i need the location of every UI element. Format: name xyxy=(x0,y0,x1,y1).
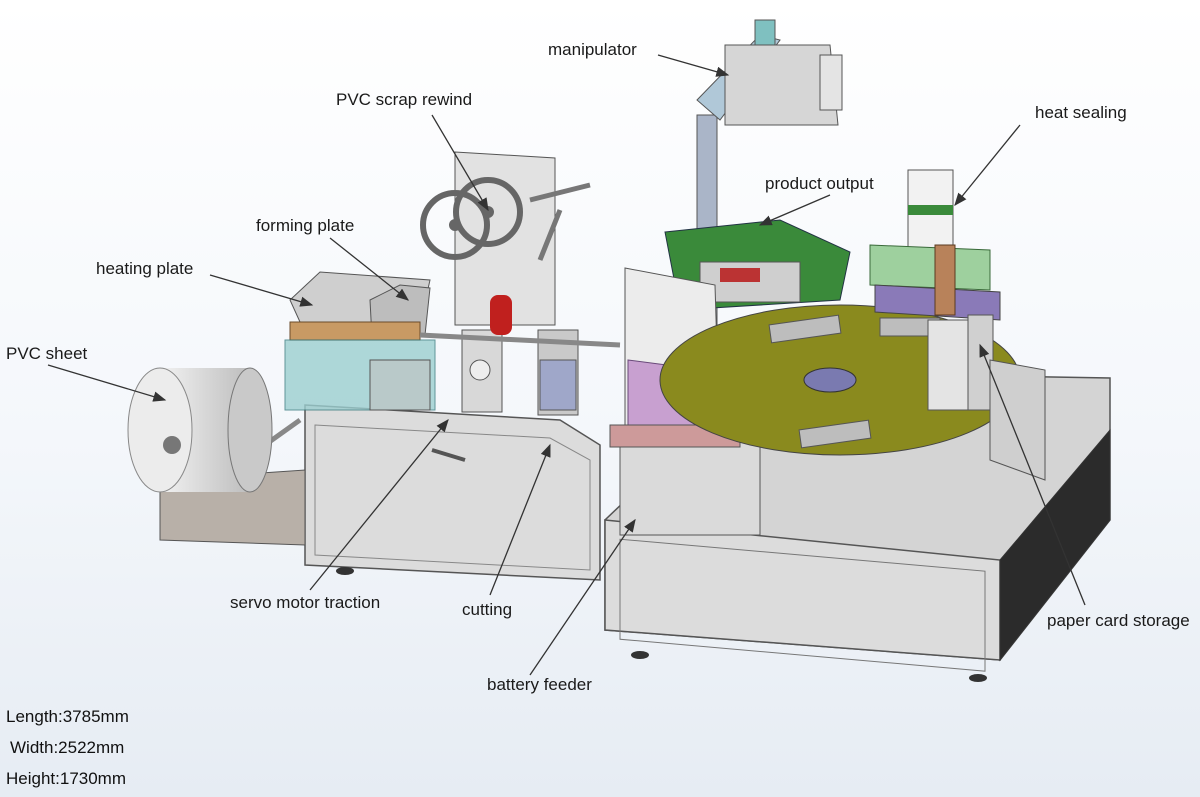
leader-cutting xyxy=(489,443,551,596)
leader-pvc-sheet xyxy=(47,364,167,402)
heat-sealing-unit xyxy=(869,169,1001,321)
leader-forming-plate xyxy=(329,237,410,301)
label-heating-plate: heating plate xyxy=(96,259,194,278)
label-product-output: product output xyxy=(765,174,874,193)
dimension-width: Width:2522mm xyxy=(10,738,125,757)
pvc-roll xyxy=(127,367,273,493)
leader-battery-feeder xyxy=(529,518,636,676)
label-forming-plate: forming plate xyxy=(256,216,355,235)
label-servo-motor-traction: servo motor traction xyxy=(230,593,381,612)
label-pvc-scrap-rewind: PVC scrap rewind xyxy=(336,90,473,109)
leader-manipulator xyxy=(657,54,730,77)
leader-product-output xyxy=(758,194,831,226)
label-manipulator: manipulator xyxy=(548,40,637,59)
label-cutting: cutting xyxy=(462,600,513,619)
leader-heating-plate xyxy=(209,274,314,307)
leader-paper-card-storage xyxy=(979,343,1086,606)
label-paper-card-storage: paper card storage xyxy=(1047,611,1190,630)
leader-lines xyxy=(47,54,1086,676)
machine-feet xyxy=(336,567,987,682)
label-pvc-sheet: PVC sheet xyxy=(6,344,88,363)
dimension-length: Length:3785mm xyxy=(6,707,129,726)
label-battery-feeder: battery feeder xyxy=(487,675,592,694)
left-cabinet xyxy=(304,404,601,581)
leader-heat-sealing xyxy=(954,124,1021,207)
leader-servo-motor-traction xyxy=(309,418,449,591)
label-heat-sealing: heat sealing xyxy=(1035,103,1127,122)
forming-station xyxy=(284,271,436,411)
leader-pvc-scrap-rewind xyxy=(431,114,489,212)
paper-card-storage-unit xyxy=(927,314,1046,481)
dimension-height: Height:1730mm xyxy=(6,769,127,788)
traction-cutting xyxy=(419,295,621,416)
